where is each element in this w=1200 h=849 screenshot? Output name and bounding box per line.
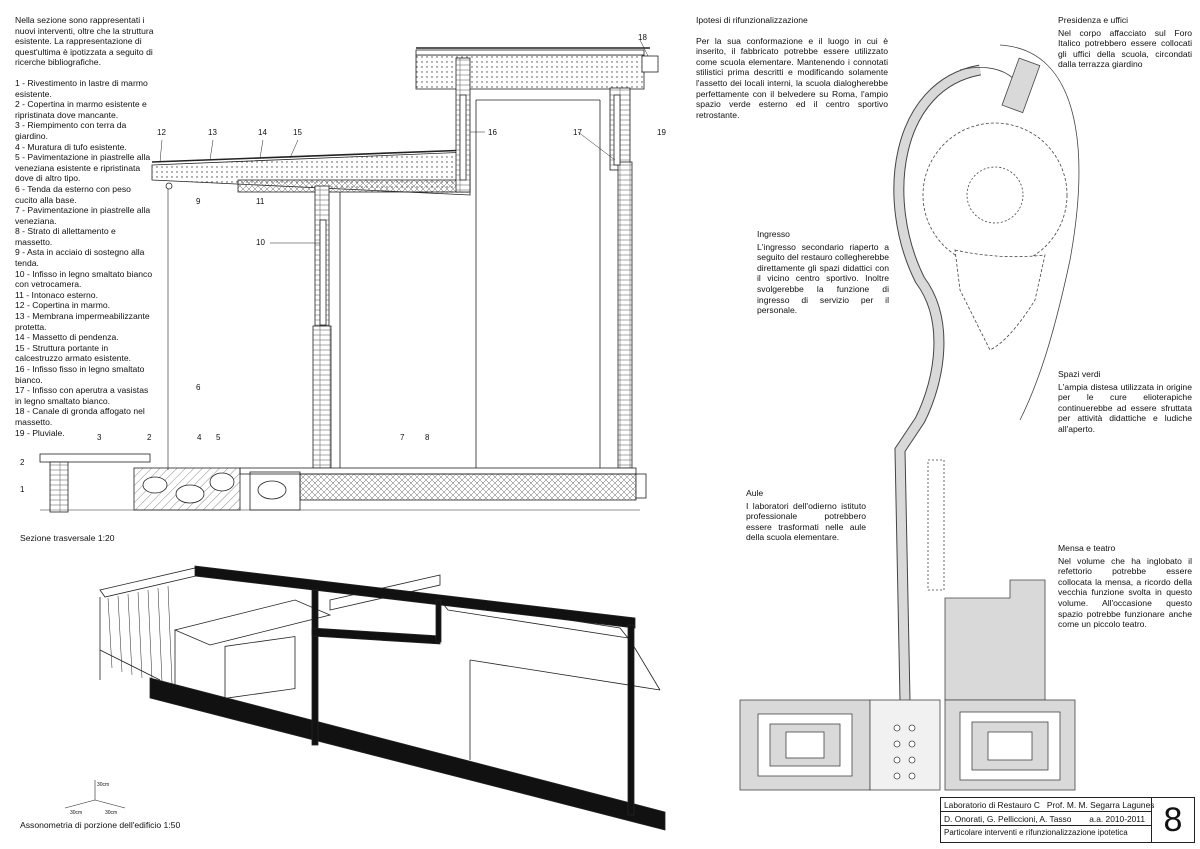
column-markers <box>893 724 916 780</box>
ipotesi-body: Per la sua conformazione e il luogo in c… <box>696 35 888 120</box>
aule-body: I laboratori dell'odierno istituto profe… <box>746 500 866 543</box>
presidenza-title: Presidenza e uffici <box>1058 15 1129 25</box>
legend-list: 1 - Rivestimento in lastre di marmo esis… <box>15 78 155 438</box>
label-2b: 2 <box>147 433 152 442</box>
title-block: Laboratorio di Restauro C Prof. M. M. Se… <box>940 797 1195 843</box>
title-block-row-subject: Particolare interventi e rifunzionalizza… <box>941 826 1151 840</box>
legend-item: 5 - Pavimentazione in piastrelle alla ve… <box>15 152 151 184</box>
axis-z-label: 30cm <box>97 782 109 788</box>
presidenza-body: Nel corpo affacciato sul Foro Italico po… <box>1058 27 1192 70</box>
label-2: 2 <box>20 458 25 467</box>
upper-roof-slab <box>415 54 645 90</box>
legend-item: 11 - Intonaco esterno. <box>15 289 98 300</box>
axonometry-caption: Assonometria di porzione dell'edificio 1… <box>20 820 181 830</box>
legend-item: 1 - Rivestimento in lastre di marmo esis… <box>15 77 148 99</box>
intro-text: Nella sezione sono rappresentati i nuovi… <box>15 15 154 68</box>
mensa-volume <box>944 579 1046 701</box>
label-7: 7 <box>400 433 405 442</box>
ingresso-block: Ingresso L'ingresso secondario riaperto … <box>757 229 889 316</box>
downpipe <box>635 473 647 499</box>
legend-item: 4 - Muratura di tufo esistente. <box>15 141 127 152</box>
professor-name: Prof. M. M. Segarra Lagunes <box>1046 800 1155 810</box>
label-17: 17 <box>573 128 582 137</box>
mensa-title: Mensa e teatro <box>1058 543 1116 553</box>
legend-item: 15 - Struttura portante in calcestruzzo … <box>15 342 132 364</box>
label-1: 1 <box>20 485 25 494</box>
legend-block: Nella sezione sono rappresentati i nuovi… <box>15 15 155 438</box>
mensa-block: Mensa e teatro Nel volume che ha ingloba… <box>1058 543 1192 630</box>
label-3: 3 <box>97 433 102 442</box>
label-6: 6 <box>196 383 201 392</box>
legend-item: 13 - Membrana impermeabilizzante protett… <box>15 311 150 332</box>
legend-item: 19 - Pluviale. <box>15 427 65 438</box>
cross-section-drawing <box>39 39 659 513</box>
label-15: 15 <box>293 128 302 137</box>
axonometric-drawing <box>64 565 666 831</box>
gutter <box>641 55 659 73</box>
label-12: 12 <box>157 128 166 137</box>
sheet-number: 8 <box>1151 798 1194 842</box>
label-18: 18 <box>638 33 647 42</box>
legend-item: 12 - Copertina in marmo. <box>15 300 111 311</box>
legend-item: 17 - Infisso con aperutra a vasistas in … <box>15 385 149 406</box>
title-block-row-course: Laboratorio di Restauro C Prof. M. M. Se… <box>941 798 1154 812</box>
floor-slab <box>299 473 637 501</box>
site-plan <box>739 44 1080 791</box>
label-4: 4 <box>197 433 202 442</box>
legend-item: 7 - Pavimentazione in piastrelle alla ve… <box>15 205 151 226</box>
section-caption: Sezione trasversale 1:20 <box>20 533 115 543</box>
label-16: 16 <box>488 128 497 137</box>
upper-roof-membrane <box>415 49 645 56</box>
label-19: 19 <box>657 128 666 137</box>
presidenza-block <box>1001 57 1041 114</box>
axis-y-label: 30cm <box>105 810 117 816</box>
axo-window <box>224 636 296 699</box>
legend-item: 8 - Strato di allettamento e massetto. <box>15 226 116 247</box>
tent-curtain <box>107 585 173 685</box>
legend-item: 6 - Tenda da esterno con peso cucito all… <box>15 183 131 205</box>
legend-item: 18 - Canale di gronda affogato nel masse… <box>15 406 145 427</box>
label-14: 14 <box>258 128 267 137</box>
legend-item: 3 - Riempimento con terra da giardino. <box>15 120 127 141</box>
section-labels: 1 2 3 2 4 5 6 7 8 9 10 11 12 13 14 15 16… <box>20 33 666 494</box>
tree-strip <box>927 459 945 591</box>
wall-right <box>617 161 633 469</box>
label-11: 11 <box>256 197 265 206</box>
aule-title: Aule <box>746 488 764 498</box>
legend-item: 2 - Copertina in marmo esistente e ripri… <box>15 99 147 120</box>
title-block-row-authors: D. Onorati, G. Pelliccioni, A. Tasso a.a… <box>941 812 1151 826</box>
label-13: 13 <box>208 128 217 137</box>
axis-x-label: 30cm <box>70 810 82 816</box>
legend-item: 14 - Massetto di pendenza. <box>15 332 119 343</box>
spazi-block: Spazi verdi L'ampia distesa utilizzata i… <box>1058 369 1192 435</box>
label-8: 8 <box>425 433 430 442</box>
legend-item: 10 - Infisso in legno smaltato bianco co… <box>15 268 153 290</box>
authors: D. Onorati, G. Pelliccioni, A. Tasso <box>944 814 1072 824</box>
label-5: 5 <box>216 433 221 442</box>
ingresso-title: Ingresso <box>757 229 790 239</box>
spazi-body: L'ampia distesa utilizzata in origine pe… <box>1058 381 1192 434</box>
window-10 <box>319 219 327 326</box>
spazi-title: Spazi verdi <box>1058 369 1101 379</box>
ipotesi-title: Ipotesi di rifunzionalizzazione <box>696 15 808 25</box>
label-9: 9 <box>196 197 201 206</box>
legend-item: 16 - Infisso fisso in legno smaltato bia… <box>15 364 145 385</box>
axis-labels: 30cm 30cm 30cm <box>70 782 117 816</box>
presidenza-block-text: Presidenza e uffici Nel corpo affacciato… <box>1058 15 1192 70</box>
academic-year: a.a. 2010-2011 <box>1089 814 1145 824</box>
course-name: Laboratorio di Restauro C <box>944 800 1040 810</box>
label-10: 10 <box>256 238 265 247</box>
legend-item: 9 - Asta in acciaio di sostegno alla ten… <box>15 247 145 269</box>
mensa-body: Nel volume che ha inglobato il refettori… <box>1058 555 1192 630</box>
ipotesi-block: Ipotesi di rifunzionalizzazione Per la s… <box>696 15 888 120</box>
aule-block: Aule I laboratori dell'odierno istituto … <box>746 488 866 543</box>
sheet-subject: Particolare interventi e rifunzionalizza… <box>944 828 1128 837</box>
ingresso-body: L'ingresso secondario riaperto a seguito… <box>757 241 889 316</box>
